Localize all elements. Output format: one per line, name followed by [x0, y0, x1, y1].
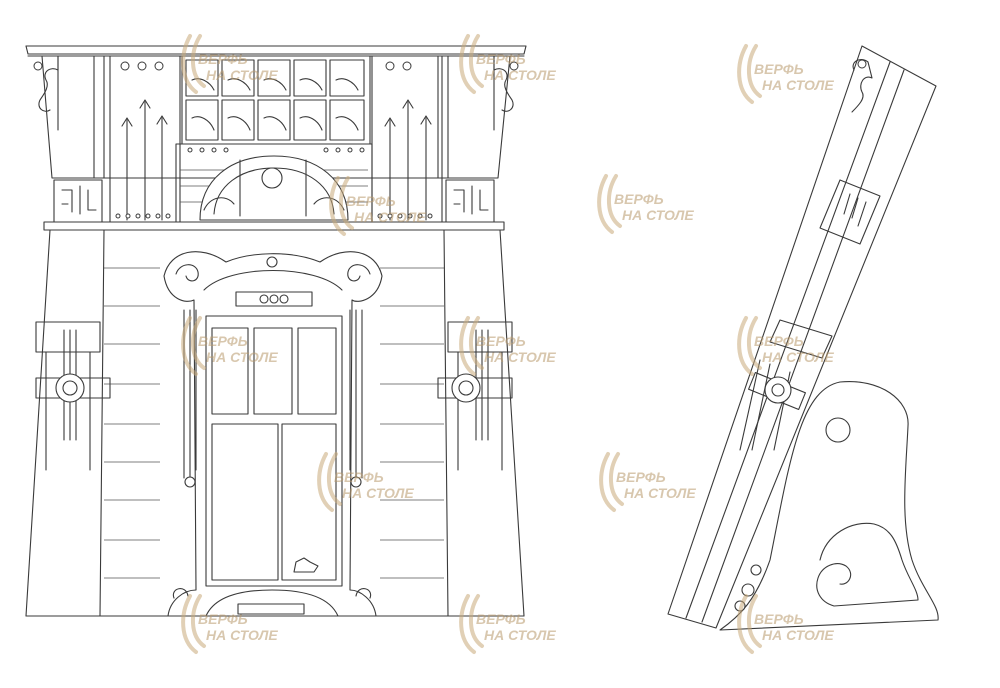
svg-text:ВЕРФЬ: ВЕРФЬ	[198, 51, 248, 67]
svg-text:ВЕРФЬ: ВЕРФЬ	[754, 333, 804, 349]
svg-text:НА СТОЛЕ: НА СТОЛЕ	[762, 349, 834, 365]
watermark-logo: ВЕРФЬ НА СТОЛЕ	[181, 316, 278, 376]
attic-window-grid	[185, 59, 365, 141]
svg-text:НА СТОЛЕ: НА СТОЛЕ	[762, 77, 834, 93]
watermark-logo: ВЕРФЬ НА СТОЛЕ	[459, 316, 556, 376]
watermark-logo: ВЕРФЬ НА СТОЛЕ	[737, 316, 834, 376]
svg-text:ВЕРФЬ: ВЕРФЬ	[754, 611, 804, 627]
svg-text:НА СТОЛЕ: НА СТОЛЕ	[762, 627, 834, 643]
watermark-logo: ВЕРФЬ НА СТОЛЕ	[181, 594, 278, 654]
side-spiral	[816, 522, 919, 607]
right-bracket	[493, 55, 525, 112]
front-view	[25, 45, 527, 617]
watermarks: ВЕРФЬ НА СТОЛЕ ВЕРФЬ НА СТОЛЕ ВЕРФЬ НА С…	[181, 34, 834, 654]
svg-text:ВЕРФЬ: ВЕРФЬ	[476, 611, 526, 627]
door	[205, 315, 343, 587]
watermark-logo: ВЕРФЬ НА СТОЛЕ	[459, 594, 556, 654]
svg-text:НА СТОЛЕ: НА СТОЛЕ	[484, 67, 556, 83]
svg-text:ВЕРФЬ: ВЕРФЬ	[754, 61, 804, 77]
svg-text:ВЕРФЬ: ВЕРФЬ	[616, 469, 666, 485]
svg-text:НА СТОЛЕ: НА СТОЛЕ	[624, 485, 696, 501]
svg-text:НА СТОЛЕ: НА СТОЛЕ	[484, 627, 556, 643]
portal-frame	[163, 251, 383, 617]
svg-text:ВЕРФЬ: ВЕРФЬ	[476, 333, 526, 349]
svg-text:ВЕРФЬ: ВЕРФЬ	[476, 51, 526, 67]
svg-text:ВЕРФЬ: ВЕРФЬ	[346, 193, 396, 209]
watermark-logo: ВЕРФЬ НА СТОЛЕ	[459, 34, 556, 94]
svg-text:ВЕРФЬ: ВЕРФЬ	[198, 611, 248, 627]
left-medallion	[35, 321, 111, 471]
svg-text:НА СТОЛЕ: НА СТОЛЕ	[206, 67, 278, 83]
watermark-logo: ВЕРФЬ НА СТОЛЕ	[317, 452, 414, 512]
svg-text:НА СТОЛЕ: НА СТОЛЕ	[342, 485, 414, 501]
watermark-logo: ВЕРФЬ НА СТОЛЕ	[599, 452, 696, 512]
watermark-logo: ВЕРФЬ НА СТОЛЕ	[329, 176, 426, 236]
watermark-logo: ВЕРФЬ НА СТОЛЕ	[737, 44, 834, 104]
svg-text:ВЕРФЬ: ВЕРФЬ	[614, 191, 664, 207]
siding-lines	[104, 267, 444, 579]
rocking-horse-icon	[293, 557, 319, 573]
svg-text:НА СТОЛЕ: НА СТОЛЕ	[206, 627, 278, 643]
watermark-logo: ВЕРФЬ НА СТОЛЕ	[181, 34, 278, 94]
watermark-logo: ВЕРФЬ НА СТОЛЕ	[737, 594, 834, 654]
svg-text:НА СТОЛЕ: НА СТОЛЕ	[206, 349, 278, 365]
svg-text:ВЕРФЬ: ВЕРФЬ	[198, 333, 248, 349]
svg-text:НА СТОЛЕ: НА СТОЛЕ	[622, 207, 694, 223]
watermark-logo: ВЕРФЬ НА СТОЛЕ	[597, 174, 694, 234]
left-bracket	[27, 55, 59, 112]
right-medallion	[437, 321, 513, 471]
side-main-panel	[667, 45, 937, 629]
side-stand	[719, 380, 939, 631]
svg-text:НА СТОЛЕ: НА СТОЛЕ	[484, 349, 556, 365]
side-view	[667, 45, 939, 631]
svg-text:ВЕРФЬ: ВЕРФЬ	[334, 469, 384, 485]
svg-text:НА СТОЛЕ: НА СТОЛЕ	[354, 209, 426, 225]
